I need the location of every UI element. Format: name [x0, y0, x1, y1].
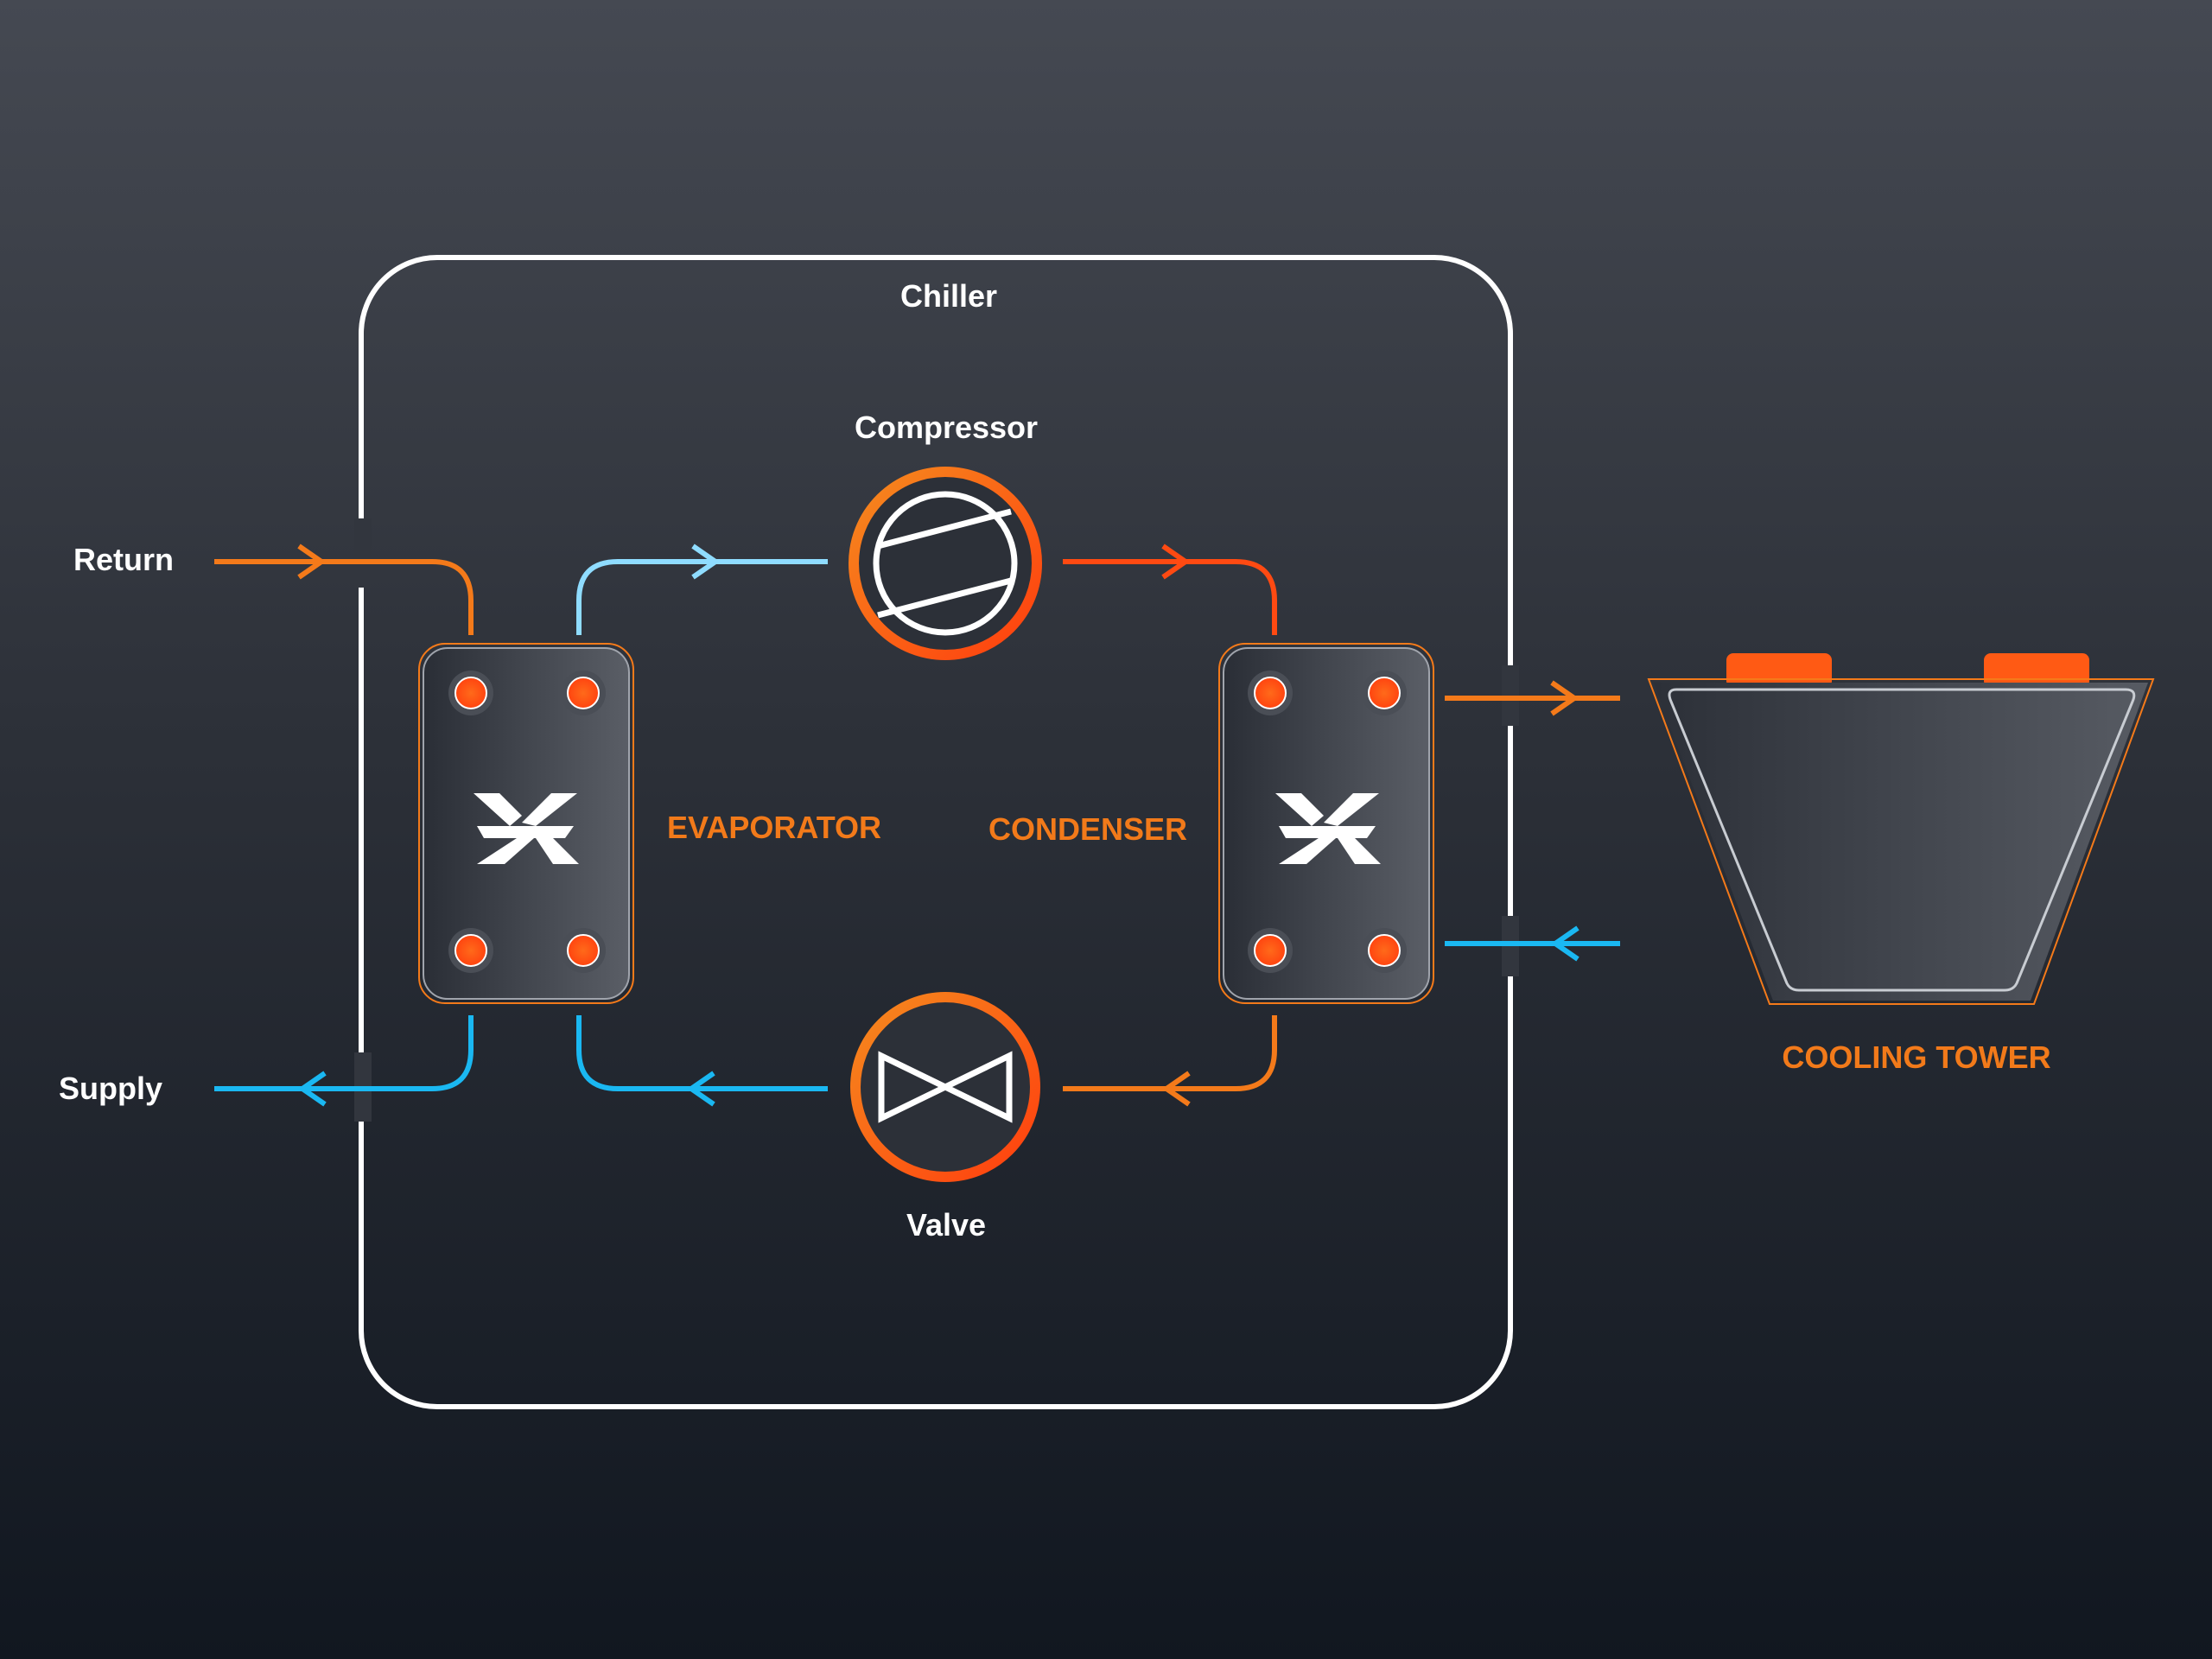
supply-pipe	[214, 1015, 474, 1091]
condenser-unit	[1218, 643, 1434, 1004]
to-tower-arrow-icon	[1550, 680, 1580, 716]
evap-to-compressor-pipe	[576, 559, 828, 635]
condenser-bolts	[1248, 671, 1407, 973]
valve-out-arrow-icon	[686, 1071, 715, 1107]
expansion-valve-icon	[850, 992, 1040, 1182]
evaporator-unit	[418, 643, 634, 1004]
supply-label: Supply	[59, 1071, 162, 1106]
cooling-tower-label: COOLING TOWER	[1782, 1039, 2050, 1075]
cooling-tower-icon	[1647, 653, 2155, 1005]
from-tower-arrow-icon	[1550, 925, 1580, 962]
compressor-out-arrow-icon	[1161, 543, 1191, 580]
chiller-frame	[359, 255, 1513, 1409]
plate-heat-exchanger-icon	[1275, 793, 1381, 864]
compressor-label: Compressor	[855, 410, 1038, 445]
compressor-icon	[849, 467, 1042, 660]
evaporator-bolts	[448, 671, 606, 973]
evap-out-arrow-icon	[691, 543, 721, 580]
supply-arrow-icon	[297, 1071, 327, 1107]
condenser-out-arrow-icon	[1161, 1071, 1191, 1107]
plate-heat-exchanger-icon	[474, 793, 579, 864]
evaporator-label: EVAPORATOR	[667, 810, 881, 845]
return-label: Return	[73, 542, 174, 577]
condenser-label: CONDENSER	[988, 811, 1187, 847]
return-pipe	[214, 559, 474, 635]
compressor-to-condenser-pipe	[1063, 559, 1277, 635]
return-arrow-icon	[297, 543, 327, 580]
valve-to-evap-pipe	[576, 1015, 828, 1091]
condenser-to-valve-pipe	[1063, 1015, 1277, 1091]
valve-label: Valve	[906, 1207, 986, 1243]
chiller-label: Chiller	[900, 278, 997, 314]
